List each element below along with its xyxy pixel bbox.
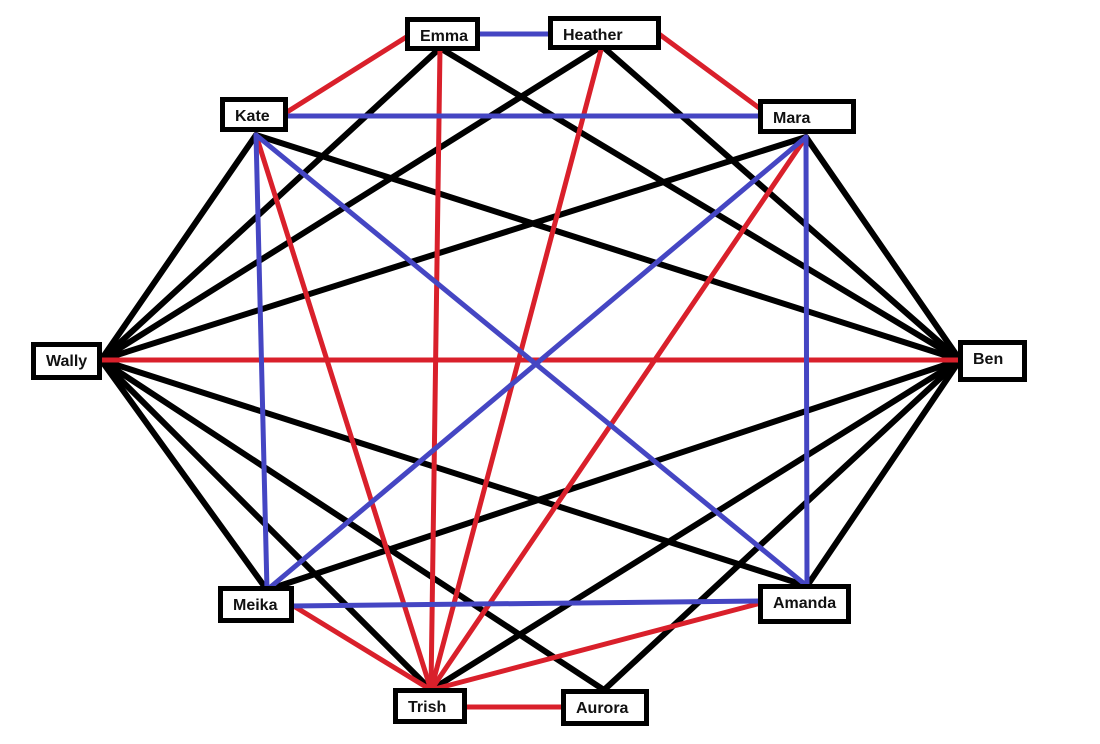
edge-mara-amanda: [803, 134, 810, 589]
node-heather-label: Heather: [563, 27, 623, 44]
node-emma: Emma: [405, 17, 480, 51]
edge-trish-meika: [289, 602, 434, 693]
edge-trish-amanda: [428, 600, 764, 693]
edge-trish-kate: [253, 132, 434, 693]
edge-ben-amanda: [804, 357, 963, 589]
edge-ben-trish: [428, 357, 963, 693]
edge-meika-amanda: [289, 598, 764, 609]
edge-ben-heather: [599, 43, 963, 363]
edge-ben-mara: [803, 134, 963, 363]
edge-ben-kate: [253, 132, 963, 363]
node-kate: Kate: [220, 97, 288, 132]
node-amanda-label: Amanda: [773, 595, 837, 612]
edge-kate-meika: [253, 132, 270, 593]
node-mara: Mara: [758, 99, 856, 134]
node-heather: Heather: [548, 16, 661, 50]
node-trish: Trish: [393, 688, 467, 724]
edge-kate-emma: [284, 33, 411, 115]
edge-mara-meika: [264, 134, 809, 593]
node-trish-label: Trish: [408, 699, 447, 716]
node-wally-label: Wally: [46, 353, 88, 370]
edge-wally-mara: [98, 134, 809, 363]
edge-trish-mara: [428, 134, 809, 693]
node-wally: Wally: [31, 342, 102, 380]
node-meika-label: Meika: [233, 597, 278, 614]
node-emma-label: Emma: [420, 28, 469, 45]
edge-trish-heather: [428, 43, 605, 693]
node-aurora: Aurora: [561, 689, 649, 726]
node-mara-label: Mara: [773, 110, 811, 127]
edge-ben-aurora: [601, 357, 963, 693]
edge-wally-kate: [98, 132, 259, 363]
edge-wally-amanda: [98, 357, 810, 589]
node-kate-label: Kate: [235, 108, 270, 125]
edge-wally-meika: [98, 357, 270, 593]
node-amanda: Amanda: [758, 584, 851, 624]
node-ben: Ben: [958, 340, 1027, 382]
node-aurora-label: Aurora: [576, 700, 629, 717]
edge-trish-emma: [428, 45, 443, 693]
node-ben-label: Ben: [973, 351, 1004, 368]
edge-heather-mara: [656, 31, 773, 119]
edge-kate-amanda: [253, 132, 810, 589]
edge-wally-heather: [98, 43, 605, 363]
node-meika: Meika: [218, 586, 294, 623]
edge-wally-emma: [98, 45, 443, 363]
edge-ben-meika: [264, 357, 963, 593]
edge-ben-emma: [437, 45, 963, 363]
